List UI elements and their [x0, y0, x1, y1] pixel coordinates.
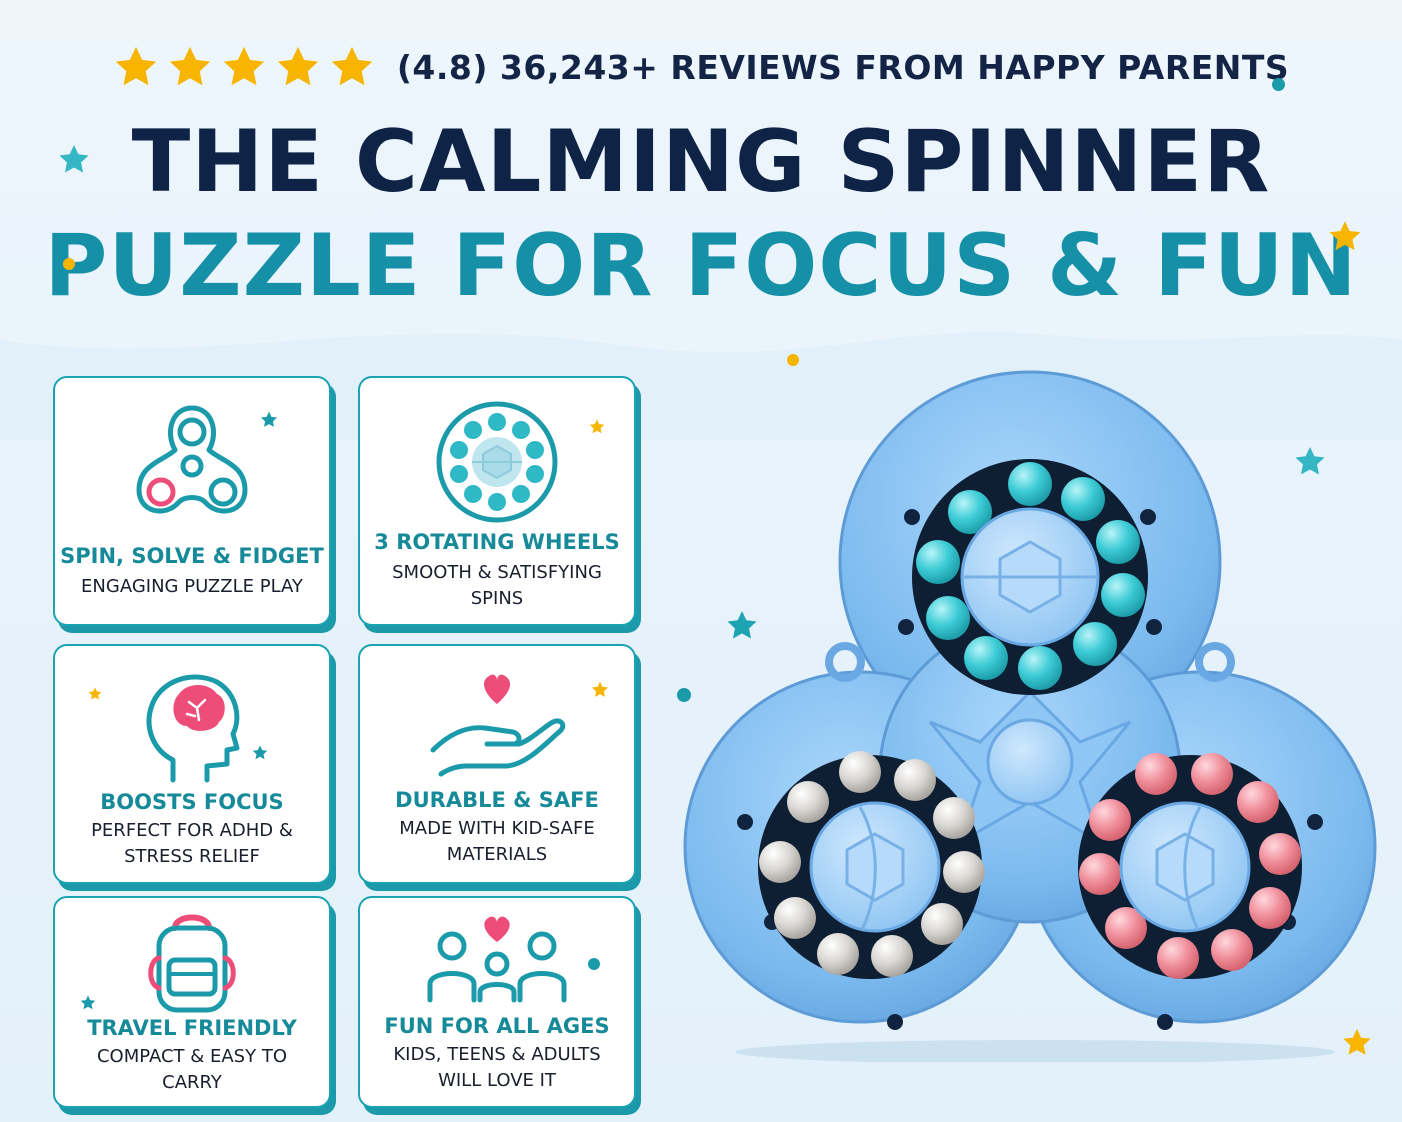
feature-title: 3 ROTATING WHEELS: [374, 530, 620, 554]
feature-description: COMPACT & EASY TO CARRY: [96, 1046, 287, 1093]
feature-description: KIDS, TEENS & ADULTS WILL LOVE IT: [393, 1044, 601, 1091]
star-icon: [169, 46, 210, 86]
decorative-dot: [588, 958, 600, 970]
feature-title: SPIN, SOLVE & FIDGET: [60, 544, 324, 568]
feature-card: 3 ROTATING WHEELS SMOOTH & SATISFYING SP…: [358, 376, 636, 626]
feature-title: FUN FOR ALL AGES: [384, 1014, 610, 1038]
decorative-dot: [1272, 78, 1285, 91]
decorative-star-icon: [1343, 1028, 1371, 1055]
fidget-spinner-icon: [136, 405, 248, 514]
feature-card: TRAVEL FRIENDLY COMPACT & EASY TO CARRY: [53, 896, 331, 1108]
rating-stars: [113, 44, 375, 90]
rating-text: (4.8) 36,243+ REVIEWS FROM HAPPY PARENTS: [396, 47, 1290, 87]
brain-head-icon: [146, 674, 240, 783]
feature-title: DURABLE & SAFE: [395, 788, 599, 812]
rating-row: (4.8) 36,243+ REVIEWS FROM HAPPY PARENTS: [0, 44, 1402, 90]
feature-card: BOOSTS FOCUS PERFECT FOR ADHD & STRESS R…: [53, 644, 331, 884]
decorative-star-icon: [260, 411, 278, 427]
star-icon: [331, 46, 372, 86]
star-icon: [277, 46, 318, 86]
decorative-star-icon: [589, 419, 605, 434]
decorative-star-icon: [727, 611, 757, 639]
spinner-puzzle-product: [683, 370, 1377, 1062]
decorative-dot: [63, 258, 75, 270]
decorative-star-icon: [59, 145, 89, 173]
decorative-star-icon: [88, 687, 102, 700]
feature-description: ENGAGING PUZZLE PLAY: [81, 576, 303, 597]
heart-hand-icon: [430, 674, 566, 777]
feature-description: PERFECT FOR ADHD & STRESS RELIEF: [91, 820, 293, 867]
feature-title: BOOSTS FOCUS: [100, 790, 284, 814]
decorative-star-icon: [1329, 221, 1361, 251]
headline-line-2: PUZZLE FOR FOCUS & FUN: [44, 216, 1358, 316]
decorative-star-icon: [80, 995, 96, 1010]
feature-card: FUN FOR ALL AGES KIDS, TEENS & ADULTS WI…: [358, 896, 636, 1108]
backpack-icon: [148, 914, 236, 1013]
decorative-star-icon: [1295, 447, 1325, 475]
feature-description: MADE WITH KID-SAFE MATERIALS: [399, 818, 595, 865]
feature-title: TRAVEL FRIENDLY: [87, 1016, 297, 1040]
feature-card: SPIN, SOLVE & FIDGET ENGAGING PUZZLE PLA…: [53, 376, 331, 626]
family-heart-icon: [427, 916, 567, 1003]
star-icon: [223, 46, 264, 86]
decorative-dot: [787, 354, 799, 366]
headline-line-1: THE CALMING SPINNER: [131, 112, 1271, 212]
decorative-dot: [677, 688, 691, 702]
star-icon: [115, 46, 156, 86]
decorative-star-icon: [591, 681, 609, 697]
feature-description: SMOOTH & SATISFYING SPINS: [392, 562, 602, 609]
rotating-wheel-icon: [436, 401, 558, 523]
feature-card: DURABLE & SAFE MADE WITH KID-SAFE MATERI…: [358, 644, 636, 884]
decorative-star-icon: [252, 745, 268, 760]
